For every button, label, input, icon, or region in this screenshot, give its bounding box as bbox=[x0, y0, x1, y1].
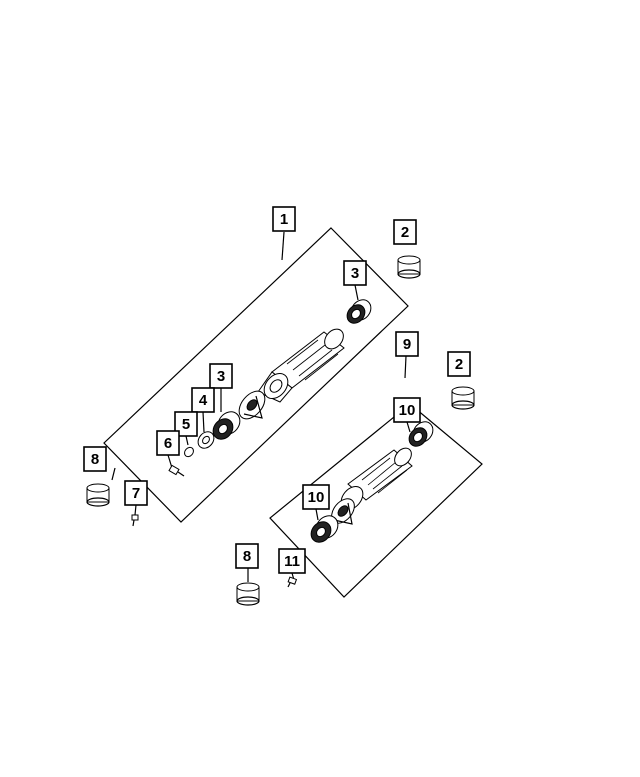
bearing-10-lower bbox=[310, 515, 339, 543]
callout-2: 2 bbox=[393, 219, 417, 245]
svg-text:9: 9 bbox=[403, 336, 411, 353]
svg-text:8: 8 bbox=[243, 548, 251, 565]
bushing-8-upper bbox=[86, 483, 110, 507]
callout-3: 3 bbox=[343, 260, 367, 286]
lower-drive-shaft bbox=[331, 447, 413, 525]
svg-text:3: 3 bbox=[217, 368, 225, 385]
svg-text:8: 8 bbox=[91, 451, 99, 468]
svg-text:2: 2 bbox=[401, 224, 409, 241]
callouts: 1 2 3 3 4 5 6 7 bbox=[83, 206, 471, 574]
svg-text:10: 10 bbox=[308, 489, 325, 506]
svg-text:3: 3 bbox=[351, 265, 359, 282]
screw-11 bbox=[287, 576, 298, 588]
svg-text:10: 10 bbox=[399, 402, 416, 419]
callout-10: 10 bbox=[393, 397, 421, 423]
screw-7 bbox=[131, 514, 139, 527]
callout-9: 9 bbox=[395, 331, 419, 357]
bearing-3-lower bbox=[212, 411, 241, 440]
callout-8: 8 bbox=[83, 446, 107, 472]
callout-1: 1 bbox=[272, 206, 296, 232]
svg-text:5: 5 bbox=[182, 416, 190, 433]
callout-4: 4 bbox=[191, 387, 215, 413]
upper-drive-shaft bbox=[238, 328, 345, 420]
washer-5 bbox=[184, 446, 194, 458]
svg-text:1: 1 bbox=[280, 211, 288, 228]
assembly-9-outline bbox=[269, 403, 483, 598]
callout-3: 3 bbox=[209, 363, 233, 389]
svg-text:11: 11 bbox=[284, 553, 300, 570]
callout-8: 8 bbox=[235, 543, 259, 569]
svg-text:6: 6 bbox=[164, 435, 172, 452]
callout-10: 10 bbox=[302, 484, 330, 510]
svg-text:7: 7 bbox=[132, 485, 140, 502]
callout-11: 11 bbox=[278, 548, 306, 574]
bolt-6 bbox=[168, 464, 185, 477]
bushing-8-lower bbox=[236, 582, 260, 606]
svg-text:2: 2 bbox=[455, 356, 463, 373]
bushing-2-lower bbox=[451, 386, 475, 410]
callout-5: 5 bbox=[174, 411, 198, 437]
bearing-10-upper bbox=[408, 421, 434, 447]
bushing-2-upper bbox=[397, 255, 421, 279]
callout-2: 2 bbox=[447, 351, 471, 377]
callout-7: 7 bbox=[124, 480, 148, 506]
bearing-3-upper bbox=[346, 299, 372, 324]
assembly-1-outline bbox=[103, 227, 409, 523]
callout-6: 6 bbox=[156, 430, 180, 456]
svg-text:4: 4 bbox=[199, 392, 208, 409]
